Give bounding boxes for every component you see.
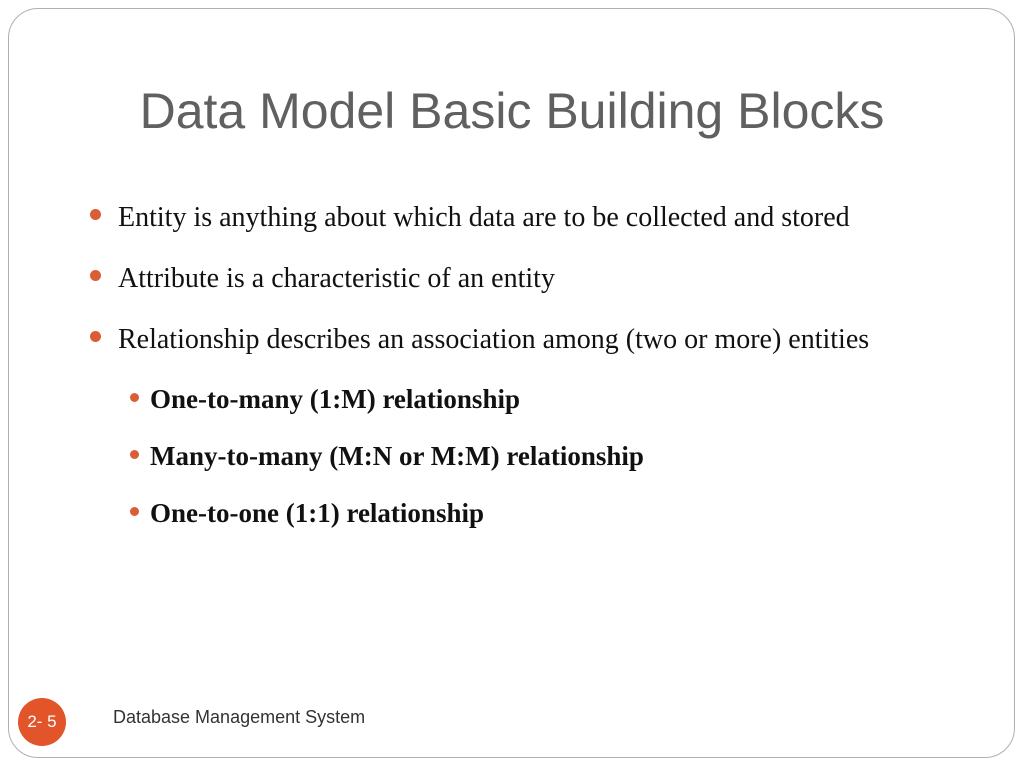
sub-bullet-text: One-to-one (1:1) relationship <box>150 498 484 528</box>
bullet-text: Entity is anything about which data are … <box>118 202 850 233</box>
bullet-dot-icon <box>90 331 101 342</box>
sub-bullet-text: One-to-many (1:M) relationship <box>150 384 520 414</box>
bullet-item-relationship: Relationship describes an association am… <box>90 318 920 362</box>
bullet-dot-icon <box>90 209 101 220</box>
sub-bullet-one-to-many: One-to-many (1:M) relationship <box>122 379 920 419</box>
slide-frame <box>8 8 1015 758</box>
bullet-list: Entity is anything about which data are … <box>90 196 920 550</box>
page-number-badge: 2- 5 <box>18 698 66 746</box>
bullet-dot-icon <box>90 270 101 281</box>
sub-bullet-many-to-many: Many-to-many (M:N or M:M) relationship <box>122 436 920 476</box>
sub-bullet-text: Many-to-many (M:N or M:M) relationship <box>150 441 644 471</box>
sub-bullet-one-to-one: One-to-one (1:1) relationship <box>122 493 920 533</box>
sub-bullet-list: One-to-many (1:M) relationship Many-to-m… <box>90 379 920 533</box>
bullet-dot-icon <box>130 450 139 459</box>
bullet-text: Relationship describes an association am… <box>118 324 870 355</box>
bullet-text: Attribute is a characteristic of an enti… <box>118 263 555 294</box>
footer-course-name: Database Management System <box>113 707 366 727</box>
bullet-dot-icon <box>130 393 139 402</box>
bullet-dot-icon <box>130 507 139 516</box>
sub-bullet-container: One-to-many (1:M) relationship Many-to-m… <box>90 379 920 533</box>
bullet-item-attribute: Attribute is a characteristic of an enti… <box>90 257 920 301</box>
slide-title: Data Model Basic Building Blocks <box>139 83 885 139</box>
bullet-item-entity: Entity is anything about which data are … <box>90 196 920 240</box>
